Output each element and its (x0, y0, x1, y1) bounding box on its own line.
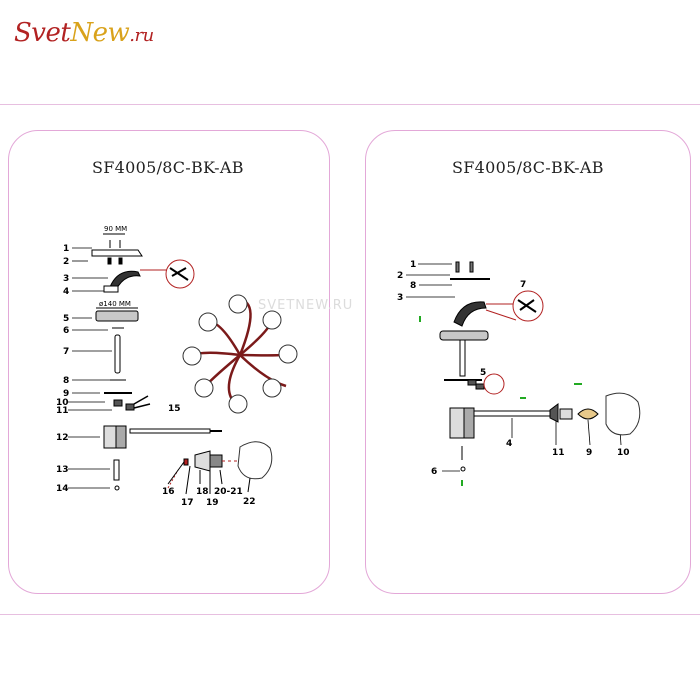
dim-140-label: ø140 MM (99, 300, 131, 308)
left-label-2: 2 (63, 257, 69, 267)
left-leaders (68, 247, 112, 489)
logo: SvetNew.ru (14, 18, 154, 48)
right-label-7: 7 (520, 280, 526, 290)
left-label-6: 6 (63, 326, 69, 336)
right-panel (365, 130, 691, 594)
right-leaders (406, 263, 622, 472)
right-label-10: 10 (617, 448, 630, 458)
right-green-markers (419, 316, 582, 486)
right-label-11: 11 (552, 448, 565, 458)
right-mounting-plate (450, 261, 490, 280)
left-label-3: 3 (63, 274, 69, 284)
left-label-10: 10 (56, 398, 69, 408)
left-label-9: 9 (63, 389, 69, 399)
right-label-2: 2 (397, 271, 403, 281)
left-label-17: 17 (181, 498, 194, 508)
left-label-16: 16 (162, 487, 175, 497)
left-label-5: 5 (63, 314, 69, 324)
bracket-assembly (103, 259, 195, 293)
watermark: SVETNEW.RU (258, 298, 354, 313)
center-body (103, 425, 127, 491)
left-label-20-21: 20-21 (214, 487, 243, 497)
left-dim-90: 90 MM (103, 225, 127, 235)
left-label-22: 22 (243, 497, 256, 507)
right-canopy-rod (439, 330, 505, 395)
right-label-6: 6 (431, 467, 437, 477)
right-label-9: 9 (586, 448, 592, 458)
mounting-plate (91, 240, 143, 265)
arm (129, 428, 222, 434)
right-label-3: 3 (397, 293, 403, 303)
right-label-1: 1 (410, 260, 416, 270)
right-bracket (453, 290, 544, 327)
right-label-4: 4 (506, 439, 512, 449)
left-label-7: 7 (63, 347, 69, 357)
right-body-arm (449, 392, 641, 472)
left-label-8: 8 (63, 376, 69, 386)
socket-cluster (113, 395, 151, 411)
left-panel (8, 130, 330, 594)
divider-bottom (0, 614, 700, 615)
left-label-13: 13 (56, 465, 69, 475)
right-panel-title: SF4005/8C-BK-AB (452, 158, 604, 177)
left-label-11: 11 (56, 406, 69, 416)
divider-top (0, 104, 700, 105)
rod (104, 334, 132, 394)
lamp-parts (167, 441, 273, 495)
dim-90-label: 90 MM (104, 225, 127, 233)
right-label-8: 8 (410, 281, 416, 291)
left-panel-title: SF4005/8C-BK-AB (92, 158, 244, 177)
canopy: ø140 MM (95, 300, 139, 329)
left-label-4: 4 (63, 287, 69, 297)
chandelier-shades (182, 294, 298, 414)
left-label-19: 19 (206, 498, 219, 508)
left-label-18: 18 (196, 487, 209, 497)
left-label-12: 12 (56, 433, 69, 443)
left-part-labels: 1 2 3 4 5 6 7 8 9 10 11 12 13 14 15 16 1… (56, 244, 256, 508)
right-part-labels: 1 2 8 3 7 5 4 11 9 10 6 (397, 260, 630, 477)
left-label-1: 1 (63, 244, 69, 254)
left-label-15: 15 (168, 404, 181, 414)
right-label-5: 5 (480, 368, 486, 378)
left-label-14: 14 (56, 484, 69, 494)
